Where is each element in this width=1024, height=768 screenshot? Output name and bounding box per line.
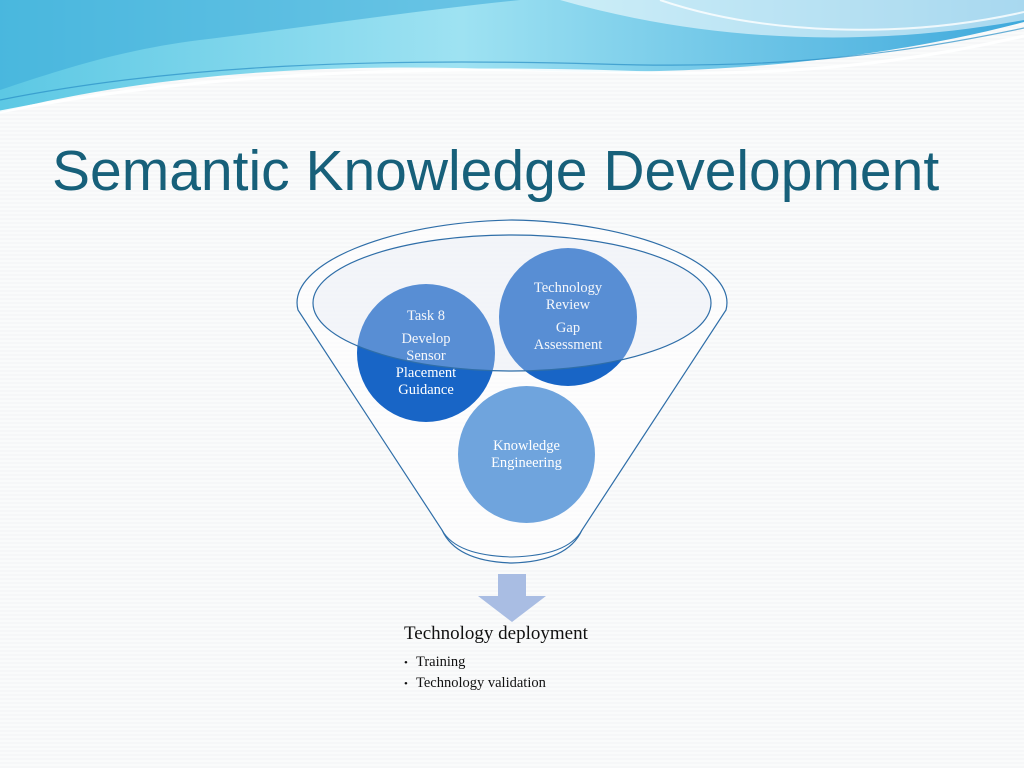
bullet-icon: • <box>404 678 408 690</box>
deployment-heading: Technology deployment <box>404 623 588 644</box>
list-item: • Technology validation <box>404 673 704 694</box>
task-circle-title: Task 8 <box>406 307 446 324</box>
circle-task-8: Task 8 Develop Sensor Placement Guidance <box>357 284 495 422</box>
tech-circle-body: Gap Assessment <box>533 320 603 353</box>
down-arrow-icon <box>478 574 546 622</box>
bullet-icon: • <box>404 657 408 669</box>
header-waves-decoration <box>0 0 1024 114</box>
list-item-label: Technology validation <box>416 675 546 691</box>
list-item-label: Training <box>416 654 466 670</box>
circle-technology-review: Technology Review Gap Assessment <box>499 248 637 386</box>
circle-knowledge-engineering: Knowledge Engineering <box>458 386 595 523</box>
knowledge-circle-title: Knowledge Engineering <box>491 437 562 471</box>
task-circle-body: Develop Sensor Placement Guidance <box>395 330 457 398</box>
list-item: • Training <box>404 652 704 673</box>
slide-title: Semantic Knowledge Development <box>52 139 940 203</box>
tech-circle-title: Technology Review <box>533 280 603 313</box>
deployment-list: • Training • Technology validation <box>404 652 704 694</box>
deployment-output: Technology deployment • Training • Technol… <box>404 622 704 694</box>
